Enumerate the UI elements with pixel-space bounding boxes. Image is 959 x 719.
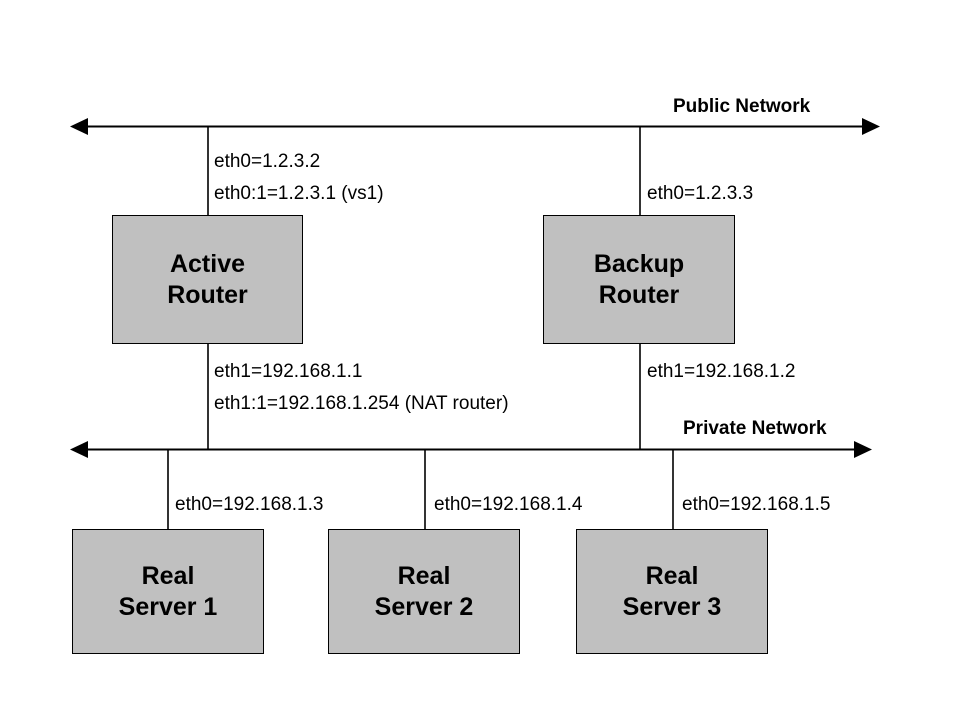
public-network-right-arrowhead	[862, 118, 880, 135]
active-router-label-line2: Router	[167, 280, 248, 309]
real-server-2-label-line1: Real	[397, 561, 451, 590]
backup-router-label-line2: Router	[598, 280, 680, 309]
public-network-left-arrowhead	[70, 118, 88, 135]
active-router-public-iface-alias: eth0:1=1.2.3.1 (vs1)	[214, 183, 384, 204]
real-server-3-label-line1: Real	[645, 561, 699, 590]
backup-router-public-iface-primary: eth0=1.2.3.3	[647, 183, 754, 204]
node-real-server-2[interactable]: Real Server 2	[328, 529, 520, 654]
node-backup-router[interactable]: Backup Router	[543, 215, 735, 344]
backup-router-private-iface-primary: eth1=192.168.1.2	[647, 361, 796, 382]
private-network-right-arrowhead	[854, 441, 872, 458]
active-router-private-iface-alias: eth1:1=192.168.1.254 (NAT router)	[214, 393, 509, 414]
private-network-label: Private Network	[683, 418, 827, 439]
real-server-2-label-line2: Server 2	[374, 592, 474, 621]
node-real-server-1[interactable]: Real Server 1	[72, 529, 264, 654]
public-network-bus	[70, 118, 880, 135]
private-network-left-arrowhead	[70, 441, 88, 458]
public-network-label: Public Network	[673, 96, 811, 117]
real-server-1-iface: eth0=192.168.1.3	[175, 494, 324, 515]
backup-router-label-line1: Backup	[593, 249, 685, 278]
active-router-public-iface-primary: eth0=1.2.3.2	[214, 151, 321, 172]
node-real-server-3[interactable]: Real Server 3	[576, 529, 768, 654]
active-router-label-line1: Active	[169, 249, 246, 278]
active-router-private-iface-primary: eth1=192.168.1.1	[214, 361, 363, 382]
real-server-1-label-line1: Real	[141, 561, 195, 590]
real-server-2-iface: eth0=192.168.1.4	[434, 494, 583, 515]
real-server-1-label-line2: Server 1	[118, 592, 218, 621]
private-network-bus	[70, 441, 872, 458]
real-server-3-label-line2: Server 3	[622, 592, 722, 621]
node-active-router[interactable]: Active Router	[112, 215, 303, 344]
real-server-3-iface: eth0=192.168.1.5	[682, 494, 831, 515]
